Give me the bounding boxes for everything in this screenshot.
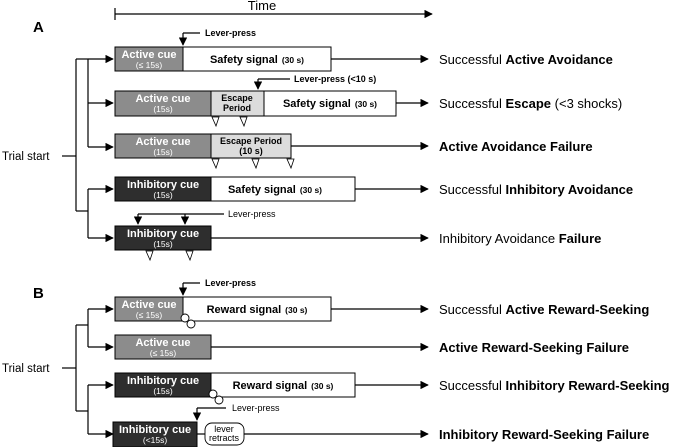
panel-b-row-3: Inhibitory cue (15s) Reward signal(30 s)… [114,372,670,405]
shock-icon [251,158,260,170]
panel-b-row-4: Inhibitory cue (<15s) Lever-press lever … [112,403,649,447]
shock-icon [239,116,248,128]
lever-press-annotation: Lever-press [232,403,280,413]
outcome-label: Active Avoidance Failure [439,139,593,154]
svg-text:Reward signal(30 s): Reward signal(30 s) [207,304,308,316]
escape-period-box [210,90,265,117]
panel-b-label: B [33,285,44,302]
panel-b-tree [62,304,114,439]
cue-label: Inhibitory cue [119,424,191,436]
reward-pellet-icon [214,395,224,405]
svg-text:Reward signal(30 s): Reward signal(30 s) [233,380,334,392]
outcome-label: Inhibitory Reward-Seeking Failure [439,427,649,442]
active-cue-box [114,133,212,159]
signal-duration: (30 s) [355,99,377,109]
escape-label-line-2: (10 s) [239,146,263,156]
svg-text:Safety signal(30 s): Safety signal (30 s) [228,184,322,196]
signal-label: Safety signal [210,54,278,66]
shock-icon [286,158,295,170]
shock-icon [211,158,220,170]
cue-duration: (≤ 15s) [136,310,163,320]
signal-duration: (30 s) [285,305,307,315]
reward-pellet-icon [186,319,196,329]
lever-press-annotation: Lever-press [228,209,276,219]
escape-label-line-2: Period [223,103,251,113]
svg-text:Safety signal(30 s): Safety signal (30 s) [283,98,377,110]
outcome-label: Successful Active Avoidance [439,52,613,67]
cue-label: Active cue [121,49,176,61]
time-axis: Time [114,0,433,20]
outcome-label: Successful Inhibitory Reward-Seeking [439,378,670,393]
escape-period-box [210,133,292,159]
cue-duration: (15s) [153,104,173,114]
signal-label: Safety signal [283,98,351,110]
safety-signal-box [263,90,397,117]
safety-signal-box [210,176,356,202]
active-cue-box [114,90,212,117]
cue-label: Active cue [135,93,190,105]
reward-signal-box [210,372,356,398]
panel-a-row-5: Inhibitory cue (15s) Lever-press Inhibit… [114,209,601,262]
shock-icon [185,250,194,262]
inhibitory-cue-box [112,421,198,447]
outcome-label: Active Reward-Seeking Failure [439,340,629,355]
panel-a-trial-start: Trial start [2,151,50,163]
panel-a-label: A [33,19,44,36]
lever-press-annotation: Lever-press [205,278,256,288]
inhibitory-cue-box [114,372,212,398]
panel-b-trial-start: Trial start [2,363,50,375]
panel-a-row-2: Active cue (15s) Escape Period Safety si… [114,74,622,128]
escape-label-line-1: Escape [221,93,253,103]
safety-signal-box [182,46,332,72]
cue-label: Active cue [135,136,190,148]
signal-label: Reward signal [207,304,282,316]
cue-duration: (≤ 15s) [136,60,163,70]
outcome-label: Successful Inhibitory Avoidance [439,182,633,197]
cue-label: Active cue [135,337,190,349]
lever-press-annotation: Lever-press (<10 s) [294,74,376,84]
outcome-label: Inhibitory Avoidance Failure [439,231,601,246]
reward-pellet-icon [180,313,190,323]
signal-label: Safety signal [228,184,296,196]
cue-duration: (15s) [153,190,173,200]
signal-duration: (30 s) [311,381,333,391]
shock-icon [145,250,154,262]
shock-icon [211,116,220,128]
panel-a-row-4: Inhibitory cue (15s) Safety signal (30 s)… [114,176,633,202]
cue-duration: (<15s) [143,435,167,445]
active-cue-box [114,296,184,322]
cue-duration: (≤ 15s) [150,348,177,358]
reward-pellet-icon [208,389,218,399]
outcome-label: Successful Escape (<3 shocks) [439,96,622,111]
lever-retracts-line-2: retracts [209,433,240,443]
lever-press-annotation: Lever-press [205,28,256,38]
cue-label: Active cue [121,299,176,311]
panel-b: B Trial start Active cue (≤ 15s) Reward … [2,278,670,447]
signal-duration: (30 s) [282,55,304,65]
cue-duration: (15s) [153,239,173,249]
signal-duration: (30 s) [300,185,322,195]
panel-a-row-1: Active cue (≤ 15s) Safety signal (30 s) L… [114,28,613,72]
cue-label: Inhibitory cue [127,228,199,240]
outcome-label: Successful Active Reward-Seeking [439,302,649,317]
signal-label: Reward signal [233,380,308,392]
inhibitory-cue-box [114,176,212,202]
lever-retracts-line-1: lever [214,424,234,434]
svg-text:Safety signal(30 s): Safety signal (30 s) [210,54,304,66]
cue-duration: (15s) [153,386,173,396]
cue-duration: (15s) [153,147,173,157]
cue-label: Inhibitory cue [127,375,199,387]
time-label: Time [248,0,276,13]
reward-signal-box [182,296,332,322]
panel-b-row-2: Active cue (≤ 15s) Active Reward-Seeking… [114,334,629,360]
panel-a: A Trial start Active cue (≤ 15s) Safety … [2,19,633,262]
panel-a-row-3: Active cue (15s) Escape Period (10 s) Ac… [114,133,593,170]
escape-label-line-1: Escape Period [220,136,282,146]
panel-a-tree [62,54,114,243]
cue-label: Inhibitory cue [127,179,199,191]
panel-b-row-1: Active cue (≤ 15s) Reward signal(30 s) L… [114,278,649,329]
